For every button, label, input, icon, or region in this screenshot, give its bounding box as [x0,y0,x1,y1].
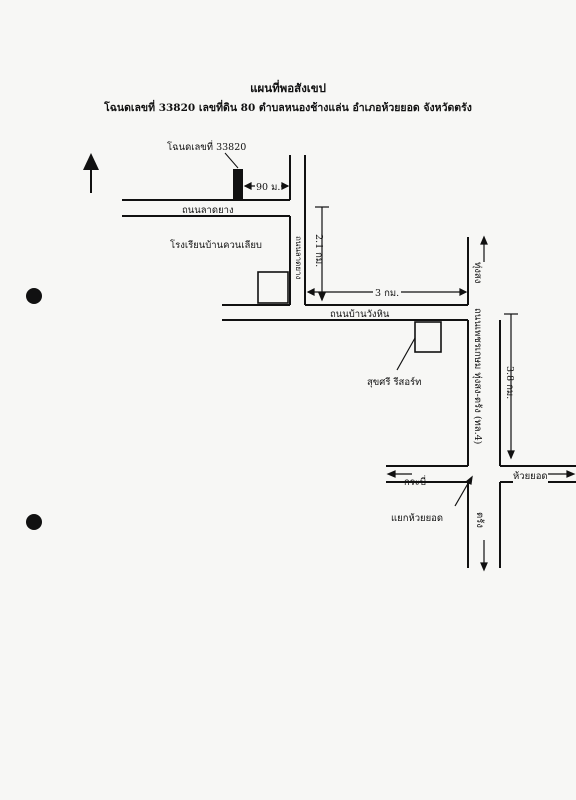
junction-label: แยกห้วยยอด [391,513,444,524]
map-subtitle: โฉนดเลขที่ 33820 เลขที่ดิน 80 ตำบลหนองช้… [104,102,472,114]
dim-90m-arrow [281,182,290,190]
arrow-to-krabi-head [386,470,396,478]
deed-label: โฉนดเลขที่ 33820 [167,142,247,153]
to-huaiyot-label: ห้วยยอด [513,469,548,484]
dim-90m-arrow [243,182,252,190]
resort-label: สุขศรี รีสอร์ท [367,377,422,388]
junction-pointer [454,479,471,507]
deed-parcel [233,169,243,199]
arrow-to-thungsong-head [480,235,488,245]
punch-hole [26,514,42,530]
to-thungsong-label: ทุ่งสง [472,262,483,284]
north-arrow-head [83,153,99,170]
road-vertical-label: ถนนลาดยาง [294,236,303,280]
school-label: โรงเรียนบ้านควนเลียบ [170,240,262,251]
map-title: แผนที่พอสังเขป [250,81,326,95]
distance-3km-label: 3 กม. [373,286,402,301]
dim-21km-arrow [318,292,326,302]
school-marker [257,271,289,304]
distance-90m-label: 90 ม. [255,180,282,195]
dim-3km-arrow [306,288,315,296]
to-krabi-label: กระบี่ [404,477,426,488]
punch-hole [26,288,42,304]
dim-38km-arrow [507,450,515,460]
resort-pointer [396,337,416,371]
resort-marker [414,321,442,353]
arrow-to-trang-head [480,562,488,572]
deed-pointer [224,152,239,169]
to-trang-label: ตรัง [474,512,485,528]
distance-21km-label: 2.1 กม. [313,234,324,268]
road-wangthin-label: ถนนบ้านวังหิน [330,309,390,320]
distance-38km-label: 3.8 กม. [504,366,515,400]
road-latyang-label: ถนนลาดยาง [182,205,234,216]
highway-label: ถนนเพชรเกษม ทุ่งสง-ตรัง (ทล.4) [472,308,483,445]
dim-3km-arrow [459,288,468,296]
junction-pointer-head [464,475,473,485]
arrow-to-huaiyot-head [566,470,576,478]
